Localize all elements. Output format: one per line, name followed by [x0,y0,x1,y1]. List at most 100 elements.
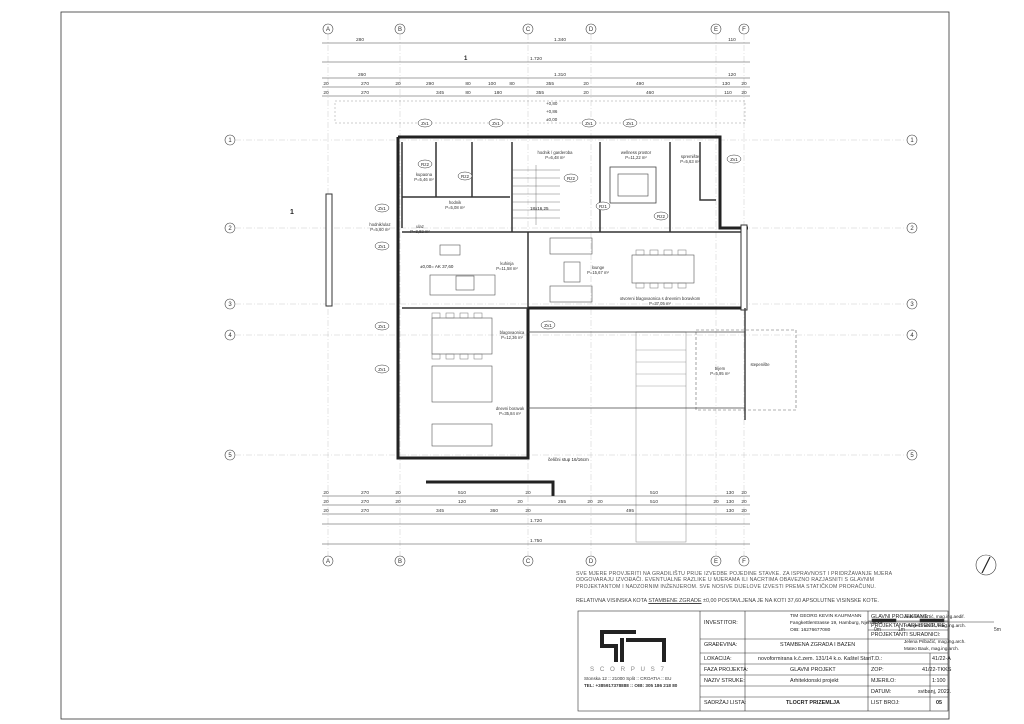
svg-text:blagovaonica: blagovaonica [500,330,525,335]
svg-text:Zv1: Zv1 [730,157,738,162]
svg-text:P=37,05 m²: P=37,05 m² [649,301,671,306]
svg-text:120: 120 [728,72,736,78]
svg-text:360: 360 [490,508,498,514]
svg-text:P=5,08 m²: P=5,08 m² [445,205,465,210]
zop-value: 41/22-TKKS [922,667,952,673]
logo-address: Stonska 12 :: 21000 Split :: CROATIA :: … [584,676,672,681]
svg-text:1: 1 [464,56,468,62]
svg-text:130: 130 [726,490,734,496]
svg-text:2: 2 [910,226,914,232]
svg-text:20: 20 [525,508,531,514]
gradevina-value: STAMBENA ZGRADA I BAZEN [780,642,856,648]
svg-text:+0,80: +0,80 [546,101,558,106]
svg-text:2: 2 [228,226,232,232]
svg-text:20: 20 [583,90,589,96]
svg-text:P=35,84 m²: P=35,84 m² [499,411,521,416]
svg-text:Zv1: Zv1 [421,121,429,126]
svg-text:čelični stup 16/16cm: čelični stup 16/16cm [548,457,589,462]
svg-text:280: 280 [356,37,364,43]
sur-value-1: Jelena Pribačić, mag.ing.arch. [904,639,966,644]
svg-text:Zv1: Zv1 [378,244,386,249]
scorpus-logo [600,630,666,662]
svg-text:270: 270 [361,490,369,496]
svg-text:A: A [326,559,330,565]
datum-value: svibanj, 2022. [918,689,952,695]
wall-tags: Zv1 Rz1 Rz2 Zv1 Zv1 Zv1 Zv1 Rz2 Rz2 Rz2 … [374,118,742,374]
zop-label: ZOP: [871,667,884,673]
level-marks: +0,80 +0,86 ±0,00 [546,101,558,122]
svg-text:otvoreni blagovaonica s dnevni: otvoreni blagovaonica s dnevnim boravkom [620,296,701,301]
axis-f-top: F [742,27,746,33]
svg-text:P=11,58 m²: P=11,58 m² [496,266,518,271]
td-label: T.D.: [871,656,883,662]
list-label: LIST BROJ: [871,700,900,706]
svg-text:20: 20 [741,90,747,96]
axis-bubbles-top: A B C D E F [322,23,750,35]
furniture-chairs [431,249,687,360]
svg-text:P=6,48 m²: P=6,48 m² [545,155,565,160]
svg-text:Rz2: Rz2 [657,214,665,219]
svg-text:Zv1: Zv1 [378,367,386,372]
svg-text:345: 345 [436,90,444,96]
svg-text:1: 1 [910,138,914,144]
svg-text:3: 3 [228,302,232,308]
list-value: 05 [936,700,942,706]
svg-text:510: 510 [650,499,658,505]
svg-text:20: 20 [583,81,589,87]
svg-text:+0,86: +0,86 [546,109,558,114]
svg-text:Rz2: Rz2 [421,162,429,167]
svg-text:5m: 5m [994,627,1001,633]
svg-text:lounge: lounge [592,265,605,270]
investitor-line3: OIB: 16276677080 [790,628,831,633]
svg-text:270: 270 [361,90,369,96]
svg-text:±0,00= AK 37,60: ±0,00= AK 37,60 [420,264,454,269]
svg-text:290: 290 [426,81,434,87]
svg-text:20: 20 [525,490,531,496]
bottom-dimension-labels: 20 270 20 510 20 510 130 20 20 270 20 12… [323,490,747,544]
svg-text:kuhinja: kuhinja [500,261,514,266]
glavni-value: Antonio Martić, mag.ing.aedif. [904,614,965,619]
svg-text:345: 345 [436,508,444,514]
svg-text:1.340: 1.340 [554,37,566,43]
svg-text:100: 100 [488,81,496,87]
svg-text:Rz2: Rz2 [461,174,469,179]
svg-text:1: 1 [228,138,232,144]
svg-text:4: 4 [228,333,232,339]
svg-text:130: 130 [726,499,734,505]
svg-text:355: 355 [536,90,544,96]
logo-text: S C O R P U S 7 [590,666,666,673]
sheet-border [60,11,950,720]
svg-text:Zv1: Zv1 [585,121,593,126]
sur-label: PROJEKTANTI SURADNICI: [871,632,941,638]
mjerilo-label: MJERILO: [871,678,896,684]
svg-text:dnevni boravak: dnevni boravak [496,406,525,411]
svg-text:1.720: 1.720 [530,518,542,524]
plan-markers: ±0,00= AK 37,60 čelični stup 16/16cm 18x… [290,56,589,462]
svg-text:Rz1: Rz1 [599,204,607,209]
svg-text:20: 20 [587,499,593,505]
svg-text:hodnik/ulaz: hodnik/ulaz [369,222,390,227]
datum-label: DATUM: [871,689,892,695]
north-arrow-icon [975,554,997,576]
svg-text:B: B [398,559,402,565]
title-block-frame [577,610,949,712]
svg-text:180: 180 [494,90,502,96]
svg-text:P=3,82 m²: P=3,82 m² [410,229,430,234]
mjerilo-value: 1:100 [932,678,946,684]
svg-text:20: 20 [597,499,603,505]
faza-value: GLAVNI PROJEKT [790,667,836,673]
svg-text:510: 510 [650,490,658,496]
svg-text:±0,00: ±0,00 [546,117,558,122]
faza-label: FAZA PROJEKTA: [704,667,749,673]
glavni-label: GLAVNI PROJEKTANT: [871,614,929,620]
svg-text:130: 130 [726,508,734,514]
svg-text:1.720: 1.720 [530,56,542,62]
svg-text:C: C [526,559,531,565]
svg-text:E: E [714,559,718,565]
top-dimension-labels: 280 1.340 110 1.720 260 1.310 120 20 270… [323,37,747,96]
svg-text:20: 20 [323,508,329,514]
svg-text:P=12,36 m²: P=12,36 m² [501,335,523,340]
svg-text:Zv1: Zv1 [544,323,552,328]
